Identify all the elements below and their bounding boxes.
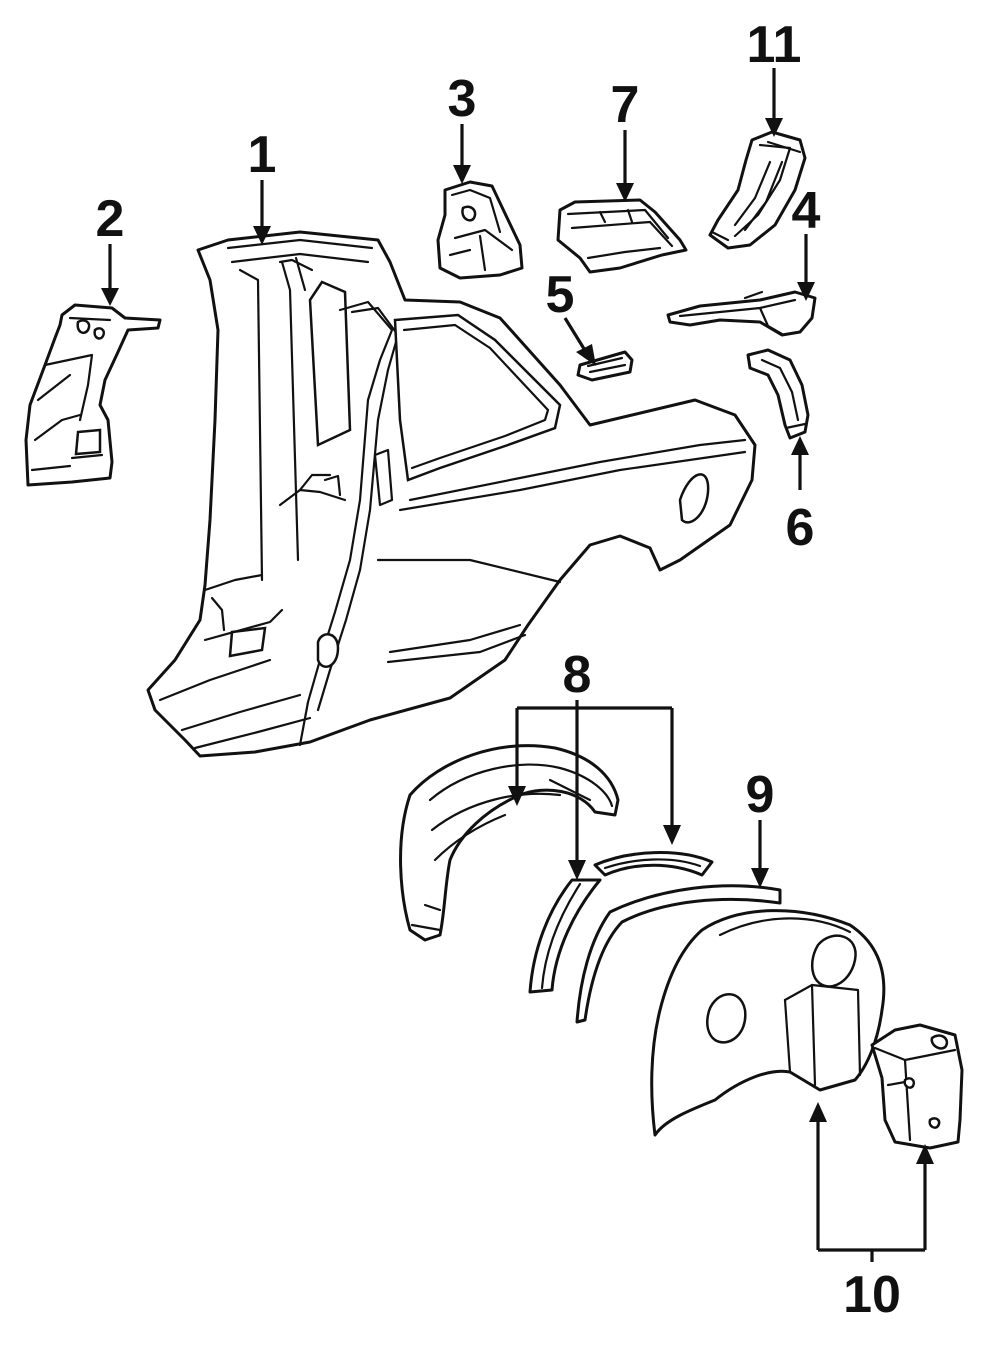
- callout-4: 4: [792, 182, 821, 240]
- part-8-wheelhouse-outer: [399, 744, 620, 942]
- part-10-bracket: [870, 1023, 964, 1150]
- part-6-corner: [746, 348, 810, 440]
- callout-1: 1: [248, 126, 277, 184]
- part-8-wheelhouse-strips: [528, 851, 714, 994]
- leaders: [101, 68, 934, 1262]
- callout-10: 10: [843, 1266, 901, 1324]
- part-9-liner-arc: [575, 884, 782, 1024]
- part-2-pillar-reinforcement: [24, 303, 162, 487]
- callout-6: 6: [786, 499, 815, 557]
- callout-11: 11: [747, 16, 802, 74]
- callout-8: 8: [563, 646, 592, 704]
- callout-9: 9: [746, 766, 775, 824]
- callout-2: 2: [96, 190, 125, 248]
- part-5-small-bracket: [576, 350, 634, 382]
- callouts: 1 2 3 4 5 6 7 8 9 10 11: [96, 16, 901, 1324]
- part-11-support: [708, 130, 807, 250]
- callout-5: 5: [546, 266, 575, 324]
- callout-7: 7: [611, 76, 640, 134]
- part-3-bracket: [436, 180, 524, 280]
- part-4-rail: [666, 290, 817, 337]
- callout-3: 3: [448, 70, 477, 128]
- part-1-quarter-panel: [146, 230, 757, 758]
- part-7-extension: [556, 198, 688, 274]
- part-10-inner-wheelhouse: [650, 909, 886, 1137]
